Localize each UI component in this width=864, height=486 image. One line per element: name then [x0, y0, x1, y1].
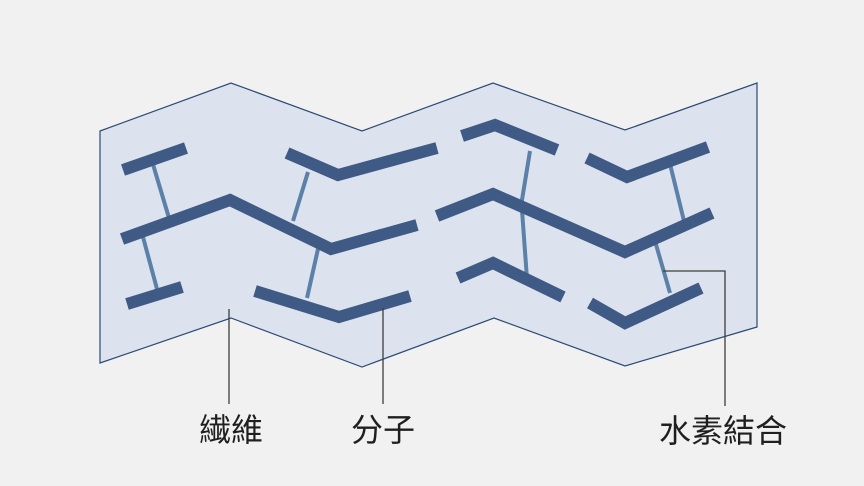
hydrogen-bond-line	[653, 240, 672, 294]
hydrogen-bond-line	[305, 248, 320, 299]
hydrogen-bond-line	[141, 236, 159, 290]
molecule-chain	[460, 118, 560, 156]
labels-group: 繊維 分子 水素結合	[199, 412, 787, 449]
hydrogen-bonds-group	[141, 150, 686, 299]
hydrogen-bond-line	[520, 209, 529, 280]
molecule-chain	[455, 256, 566, 303]
fiber-label: 繊維	[199, 412, 263, 448]
hydrogen-bond-line	[519, 150, 532, 207]
fiber-sheet-group	[99, 82, 758, 368]
molecule-chain	[119, 193, 419, 256]
fiber-sheet	[99, 82, 758, 368]
molecule-label: 分子	[351, 412, 415, 448]
hydrogen-bond-line	[150, 160, 171, 219]
molecule-chain	[121, 142, 188, 176]
label-leader-line	[663, 270, 726, 406]
molecule-chains-group	[119, 118, 715, 330]
label-leader-lines-group	[228, 270, 726, 406]
molecule-chain	[253, 285, 412, 324]
molecule-chain	[125, 281, 184, 310]
molecule-chain	[434, 187, 715, 259]
hydrogen-bond-line	[291, 171, 310, 222]
molecule-chain	[587, 282, 704, 330]
molecule-chain	[584, 141, 711, 184]
hydrogen-bond-line	[668, 163, 686, 222]
hydrogen-bond-label: 水素結合	[659, 413, 787, 449]
molecule-chain	[284, 142, 439, 182]
